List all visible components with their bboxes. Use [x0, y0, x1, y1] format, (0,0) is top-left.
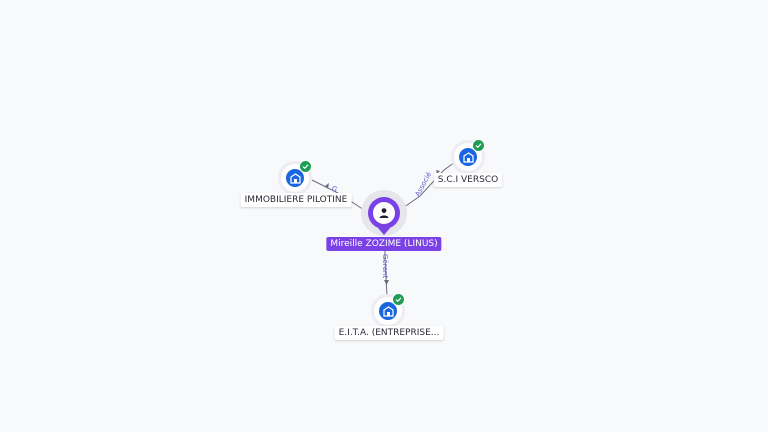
- edge-label-eita: Gérant: [381, 254, 389, 278]
- person-name-label[interactable]: Mireille ZOZIME (LINUS): [326, 237, 442, 251]
- check-icon: [392, 293, 405, 306]
- company-node-eita[interactable]: [374, 293, 405, 325]
- building-icon: [459, 148, 477, 166]
- building-icon: [286, 169, 304, 187]
- company-node-immobiliere-pilotine[interactable]: [281, 160, 312, 192]
- edge-label-immobiliere: G: [330, 185, 338, 195]
- company-label-eita[interactable]: E.I.T.A. (ENTREPRISE...: [334, 326, 444, 340]
- person-icon: [373, 202, 395, 224]
- person-node[interactable]: [368, 197, 400, 229]
- company-label-immobiliere-pilotine[interactable]: IMMOBILIERE PILOTINE: [240, 193, 352, 207]
- company-node-sci-versco[interactable]: [454, 139, 485, 171]
- company-label-sci-versco[interactable]: S.C.I VERSCO: [433, 173, 503, 187]
- building-icon: [379, 302, 397, 320]
- check-icon: [299, 160, 312, 173]
- check-icon: [472, 139, 485, 152]
- person-pointer: [378, 228, 390, 235]
